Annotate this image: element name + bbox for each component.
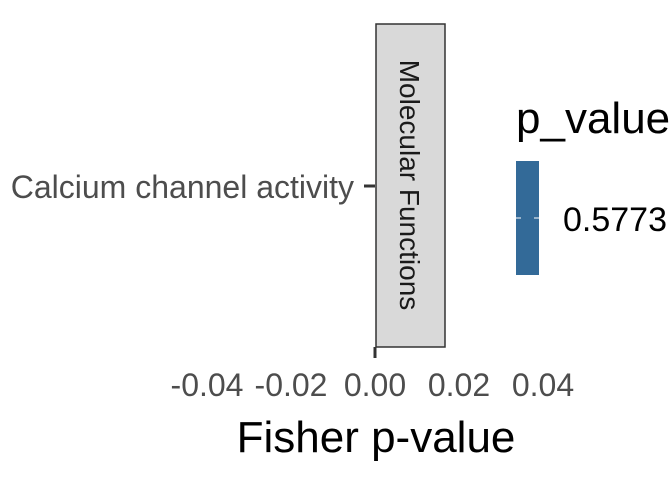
legend-title: p_value xyxy=(516,94,670,143)
x-axis-title: Fisher p-value xyxy=(237,413,516,462)
legend-label: 0.5773 xyxy=(563,201,667,239)
x-tick-label: 0.00 xyxy=(344,367,406,403)
facet-strip-label: Molecular Functions xyxy=(394,60,425,311)
y-tick-label: Calcium channel activity xyxy=(11,169,354,205)
x-tick-label: 0.02 xyxy=(428,367,490,403)
legend-colorbar xyxy=(516,161,539,275)
x-tick-label: 0.04 xyxy=(512,367,574,403)
x-tick-label: -0.04 xyxy=(171,367,244,403)
x-tick-label: -0.02 xyxy=(255,367,328,403)
facet-strip xyxy=(375,23,446,348)
